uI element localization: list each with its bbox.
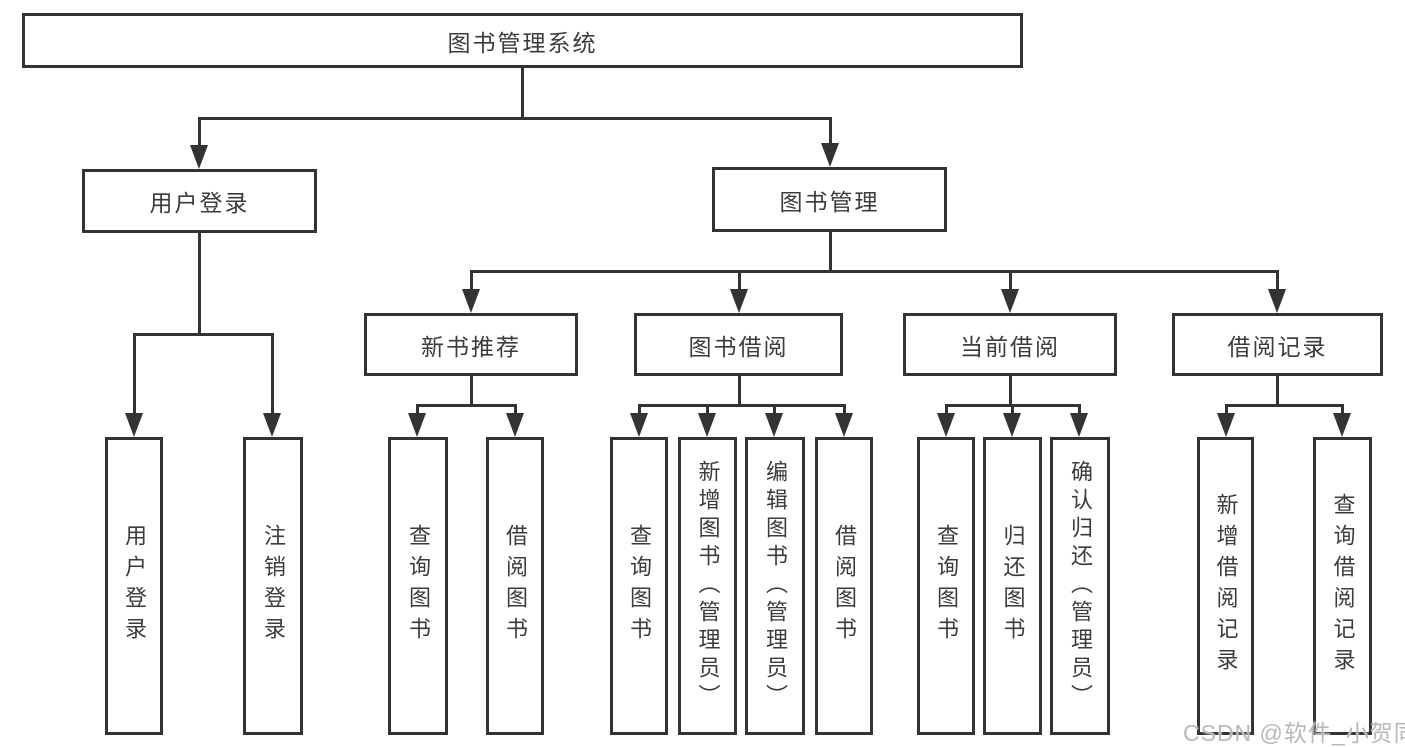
arrow-down-icon bbox=[937, 413, 955, 437]
connector-current-stub bbox=[1009, 376, 1012, 407]
arrow-down-icon bbox=[1268, 289, 1286, 313]
connector-user-login-horizontal bbox=[133, 333, 274, 336]
leaf-confirm-return-admin: 确认归还（管理员） bbox=[1050, 437, 1110, 735]
connector-borrow-stub bbox=[738, 376, 741, 407]
leaf-add-borrow-record: 新增借阅记录 bbox=[1197, 437, 1254, 735]
arrow-down-icon bbox=[1001, 289, 1019, 313]
arrow-down-icon bbox=[1217, 413, 1235, 437]
leaf-query-borrow-record: 查询借阅记录 bbox=[1313, 437, 1372, 735]
connector-borrow-horizontal bbox=[638, 404, 846, 407]
connector-stem-user-login bbox=[198, 117, 201, 147]
connector-stem-leaf bbox=[1341, 404, 1344, 416]
node-user-login: 用户登录 bbox=[82, 169, 317, 233]
connector-stem-leaf bbox=[773, 404, 776, 416]
node-book-management: 图书管理 bbox=[712, 167, 947, 232]
node-borrow-records: 借阅记录 bbox=[1172, 313, 1383, 376]
connector-recommend-horizontal bbox=[416, 404, 517, 407]
connector-stem-leaf bbox=[1011, 404, 1014, 416]
node-current-borrow: 当前借阅 bbox=[903, 313, 1117, 376]
node-new-book-recommend: 新书推荐 bbox=[364, 313, 578, 376]
arrow-down-icon bbox=[408, 413, 426, 437]
connector-stem-leaf bbox=[945, 404, 948, 416]
connector-stem-leaf bbox=[271, 333, 274, 415]
leaf-query-books-borrow: 查询图书 bbox=[610, 437, 668, 735]
connector-stem-leaf bbox=[1078, 404, 1081, 416]
arrow-down-icon bbox=[190, 145, 208, 169]
arrow-down-icon bbox=[630, 413, 648, 437]
connector-stem-leaf bbox=[638, 404, 641, 416]
connector-stem-leaf bbox=[706, 404, 709, 416]
connector-stem-level3 bbox=[470, 270, 473, 292]
connector-book-mgmt-stub bbox=[829, 232, 832, 273]
connector-stem-leaf bbox=[1225, 404, 1228, 416]
connector-stem-leaf bbox=[416, 404, 419, 416]
connector-recommend-stub bbox=[470, 376, 473, 407]
arrow-down-icon bbox=[125, 413, 143, 437]
connector-records-horizontal bbox=[1225, 404, 1344, 407]
arrow-down-icon bbox=[506, 413, 524, 437]
arrow-down-icon bbox=[263, 413, 281, 437]
leaf-borrow-books: 借阅图书 bbox=[815, 437, 873, 735]
connector-stem-book-mgmt bbox=[829, 117, 832, 145]
arrow-down-icon bbox=[1003, 413, 1021, 437]
arrow-down-icon bbox=[821, 143, 839, 167]
leaf-edit-book-admin: 编辑图书（管理员） bbox=[745, 437, 805, 735]
arrow-down-icon bbox=[698, 413, 716, 437]
leaf-query-books-recommend: 查询图书 bbox=[388, 437, 448, 735]
leaf-logout: 注销登录 bbox=[243, 437, 303, 735]
leaf-borrow-books-recommend: 借阅图书 bbox=[486, 437, 544, 735]
node-library-system: 图书管理系统 bbox=[22, 13, 1023, 68]
connector-root-stub bbox=[521, 68, 524, 120]
arrow-down-icon bbox=[1333, 413, 1351, 437]
leaf-add-book-admin: 新增图书（管理员） bbox=[678, 437, 737, 735]
leaf-query-books-current: 查询图书 bbox=[917, 437, 975, 735]
connector-stem-level3 bbox=[1009, 270, 1012, 292]
arrow-down-icon bbox=[835, 413, 853, 437]
node-book-borrow: 图书借阅 bbox=[634, 313, 843, 376]
csdn-watermark: CSDN @软件_小贺同学 bbox=[1183, 720, 1405, 746]
connector-stem-level3 bbox=[738, 270, 741, 292]
connector-stem-leaf bbox=[514, 404, 517, 416]
connector-level2-horizontal bbox=[198, 117, 832, 120]
connector-stem-level3 bbox=[1276, 270, 1279, 292]
leaf-user-login: 用户登录 bbox=[105, 437, 163, 735]
connector-stem-leaf bbox=[133, 333, 136, 415]
arrow-down-icon bbox=[765, 413, 783, 437]
leaf-return-book: 归还图书 bbox=[983, 437, 1042, 735]
arrow-down-icon bbox=[730, 289, 748, 313]
connector-records-stub bbox=[1276, 376, 1279, 407]
arrow-down-icon bbox=[462, 289, 480, 313]
connector-stem-leaf bbox=[843, 404, 846, 416]
connector-level3-horizontal bbox=[470, 270, 1278, 273]
connector-user-login-stub bbox=[198, 233, 201, 336]
arrow-down-icon bbox=[1070, 413, 1088, 437]
